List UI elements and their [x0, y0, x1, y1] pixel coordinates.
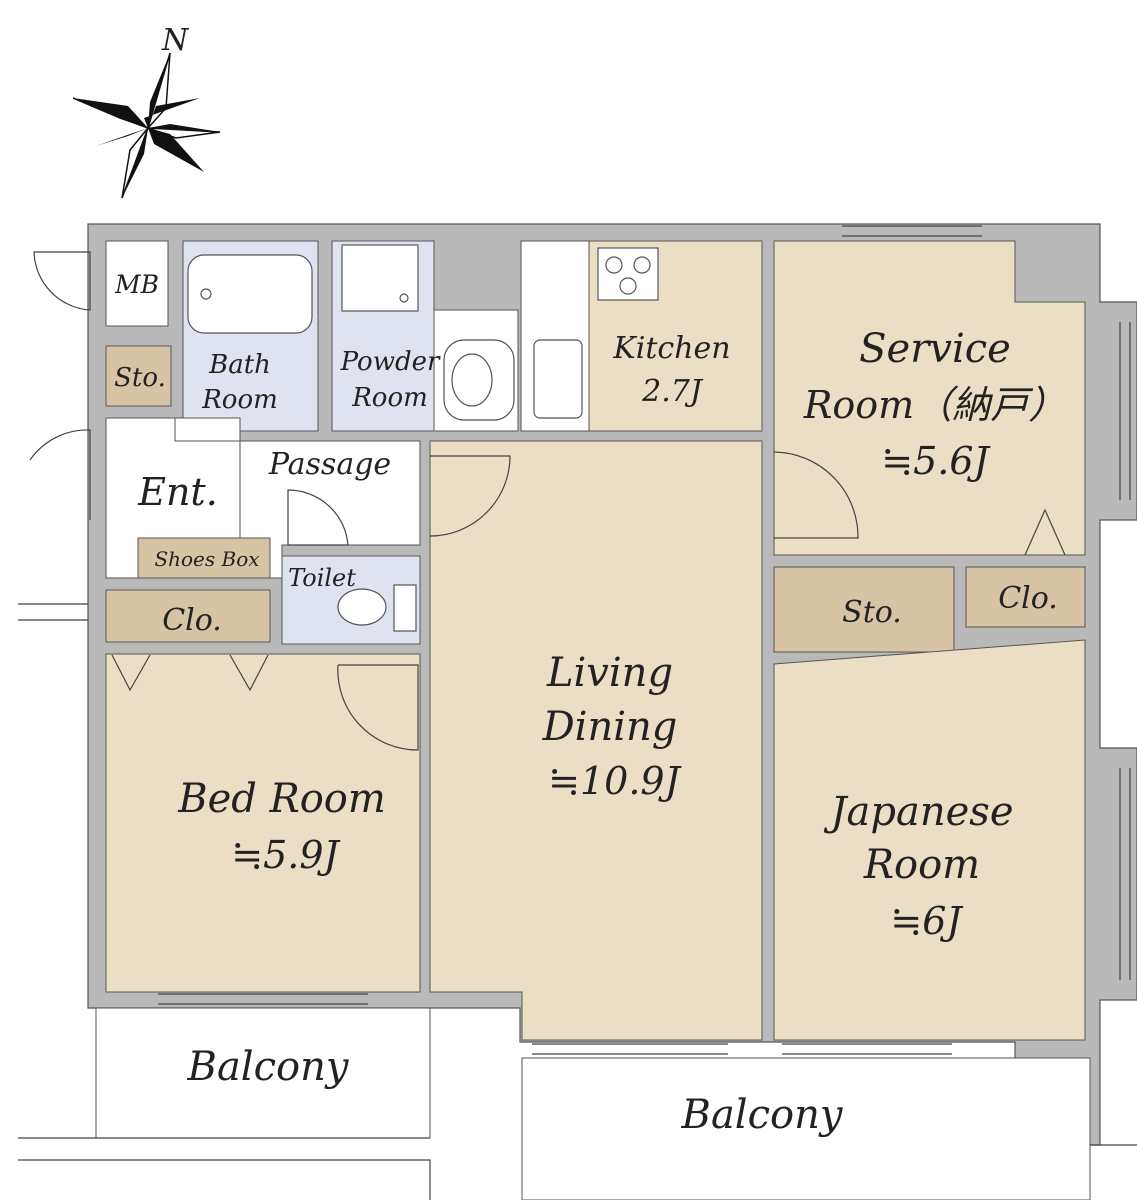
bedroom-door-swing	[337, 664, 419, 751]
clo-right-label: Clo.	[998, 581, 1058, 616]
service-label-2: Room（納戸）	[803, 383, 1066, 427]
window-service-side	[1119, 322, 1131, 500]
bathtub-drain	[200, 288, 212, 300]
living-door-swing	[429, 455, 511, 537]
living-label-1: Living	[546, 650, 673, 696]
closet-arrows	[111, 508, 1066, 692]
japanese-label-1: Japanese	[824, 789, 1014, 835]
window-japanese-side	[1119, 768, 1131, 980]
bath-label-1: Bath	[208, 350, 271, 380]
window-living	[532, 1043, 728, 1055]
shoes-box	[137, 537, 271, 579]
bedroom-label-1: Bed Room	[177, 776, 386, 822]
passage-label: Passage	[268, 447, 391, 482]
left-ledge	[18, 603, 88, 621]
burner-icon	[619, 277, 637, 295]
bath-label-2: Room	[201, 385, 278, 415]
clo-left-box	[105, 589, 271, 643]
shower-drain	[399, 293, 409, 303]
entrance-door-swing	[29, 429, 91, 520]
mb-room	[105, 240, 169, 327]
bedroom-label-2: ≒5.9J	[231, 833, 340, 877]
clo-right-box	[965, 566, 1086, 628]
bedroom	[105, 653, 421, 993]
toilet-tank	[393, 584, 417, 632]
kitchen-label-2: 2.7J	[641, 374, 704, 409]
sto-right-box	[773, 566, 955, 653]
passage-door-swing	[287, 489, 349, 546]
burner-icon	[633, 256, 651, 274]
shoes-box-label: Shoes Box	[154, 547, 259, 571]
compass-icon	[72, 52, 221, 199]
japanese-label-3: ≒6J	[890, 899, 963, 943]
window-bed	[158, 993, 368, 1005]
service-room	[773, 240, 1086, 556]
compass-label: N	[161, 23, 190, 58]
service-label-3: ≒5.6J	[881, 439, 990, 483]
service-label-1: Service	[859, 326, 1011, 372]
balcony-right	[521, 1057, 1091, 1200]
japanese-label-2: Room	[863, 842, 980, 888]
toilet-label: Toilet	[288, 564, 356, 592]
japanese-room	[773, 639, 1086, 1041]
powder-label-2: Room	[351, 383, 428, 413]
sto-right-label: Sto.	[842, 595, 902, 630]
clo-left-label: Clo.	[162, 603, 222, 638]
burner-icon	[605, 256, 623, 274]
window-japanese	[782, 1043, 952, 1055]
washbasin-bowl	[451, 353, 493, 407]
window-service-top	[842, 225, 982, 237]
mb-label: MB	[114, 270, 159, 299]
balcony-right-label: Balcony	[681, 1092, 844, 1138]
mb-door-swing	[33, 251, 91, 311]
service-door-swing	[773, 451, 859, 539]
toilet-bowl	[337, 588, 387, 626]
entrance-label: Ent.	[137, 470, 218, 514]
balcony-rail	[18, 1137, 1137, 1200]
bathtub	[187, 254, 313, 334]
living-label-3: ≒10.9J	[548, 759, 681, 803]
living-dining	[429, 440, 763, 1041]
balcony-left-label: Balcony	[187, 1044, 350, 1090]
kitchen-sink	[533, 339, 583, 419]
sto-left-label: Sto.	[114, 363, 166, 393]
kitchen-label-1: Kitchen	[612, 331, 730, 366]
sto-left-box	[105, 345, 172, 407]
living-label-2: Dining	[542, 704, 678, 750]
powder-label-1: Powder	[340, 347, 441, 377]
